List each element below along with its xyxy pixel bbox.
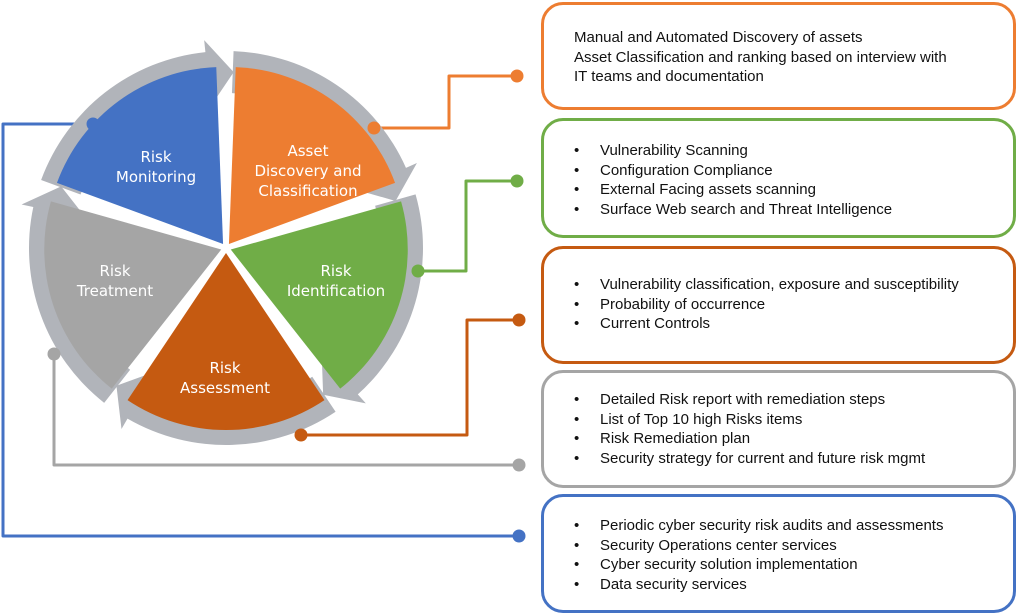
detail-line: Asset Classification and ranking based o… [574, 48, 947, 66]
bullet-item: Data security services [574, 575, 1003, 595]
segment-label-line: Monitoring [116, 168, 196, 186]
connector-line-monitoring [1, 122, 519, 538]
bullet-item: Security strategy for current and future… [574, 449, 1003, 469]
detail-line: Manual and Automated Discovery of assets [574, 29, 863, 46]
connector-dot-identification [510, 174, 524, 188]
segment-label-line: Asset [287, 142, 328, 160]
bullet-item: Periodic cyber security risk audits and … [574, 516, 1003, 536]
segment-monitoring [56, 67, 224, 244]
connectors [1, 74, 519, 538]
segment-label-line: Risk [320, 262, 351, 280]
connector-dot-assessment [512, 313, 526, 327]
bullet-item: Vulnerability Scanning [574, 141, 1003, 161]
connector-dot-asset [510, 69, 524, 83]
segment-label-line: Identification [287, 282, 385, 300]
segment-identification [230, 201, 408, 389]
segment-label-line: Discovery and [254, 162, 361, 180]
connector-line-assessment [301, 318, 519, 437]
segment-label-line: Risk [140, 148, 171, 166]
treatment-bullet-list: Detailed Risk report with remediation st… [574, 390, 1003, 468]
segment-label-line: Risk [209, 359, 240, 377]
bullet-item: Security Operations center services [574, 536, 1003, 556]
cycle-segments [44, 67, 408, 431]
assessment-bullet-list: Vulnerability classification, exposure a… [574, 275, 1003, 334]
bullet-item: Configuration Compliance [574, 161, 1003, 181]
segment-label-line: Assessment [180, 379, 270, 397]
connector-dot-identification [411, 264, 425, 278]
connector-dot-treatment [47, 347, 61, 361]
bullet-item: Detailed Risk report with remediation st… [574, 390, 1003, 410]
connector-dots [47, 69, 526, 543]
connector-dot-monitoring [86, 117, 100, 131]
risk-identification-details-box: Vulnerability Scanning Configuration Com… [541, 118, 1016, 238]
risk-monitoring-details-box: Periodic cyber security risk audits and … [541, 494, 1016, 613]
asset-details-text: Manual and Automated Discovery of assets… [574, 28, 1003, 87]
connector-dot-treatment [512, 458, 526, 472]
identification-bullet-list: Vulnerability Scanning Configuration Com… [574, 141, 1003, 219]
segment-label-line: Classification [258, 182, 357, 200]
connector-dot-monitoring [512, 529, 526, 543]
segment-asset [228, 67, 396, 244]
segment-label-line: Treatment [76, 282, 153, 300]
segment-assessment [127, 253, 325, 431]
segment-label-line: Risk [99, 262, 130, 280]
connector-line-treatment [52, 354, 519, 467]
bullet-item: Surface Web search and Threat Intelligen… [574, 200, 1003, 220]
connector-line-asset [374, 74, 517, 130]
bullet-item: Vulnerability classification, exposure a… [574, 275, 1003, 295]
bullet-item: Cyber security solution implementation [574, 555, 1003, 575]
bullet-item: External Facing assets scanning [574, 180, 1003, 200]
segment-treatment [44, 201, 222, 389]
risk-assessment-details-box: Vulnerability classification, exposure a… [541, 246, 1016, 364]
connector-line-identification [418, 179, 517, 273]
risk-treatment-details-box: Detailed Risk report with remediation st… [541, 370, 1016, 488]
asset-discovery-details-box: Manual and Automated Discovery of assets… [541, 2, 1016, 110]
bullet-item: Probability of occurrence [574, 295, 1003, 315]
connector-dot-asset [367, 121, 381, 135]
connector-dot-assessment [294, 428, 308, 442]
detail-line: IT teams and documentation [574, 68, 764, 85]
bullet-item: Current Controls [574, 314, 1003, 334]
monitoring-bullet-list: Periodic cyber security risk audits and … [574, 516, 1003, 594]
bullet-item: List of Top 10 high Risks items [574, 410, 1003, 430]
bullet-item: Risk Remediation plan [574, 429, 1003, 449]
